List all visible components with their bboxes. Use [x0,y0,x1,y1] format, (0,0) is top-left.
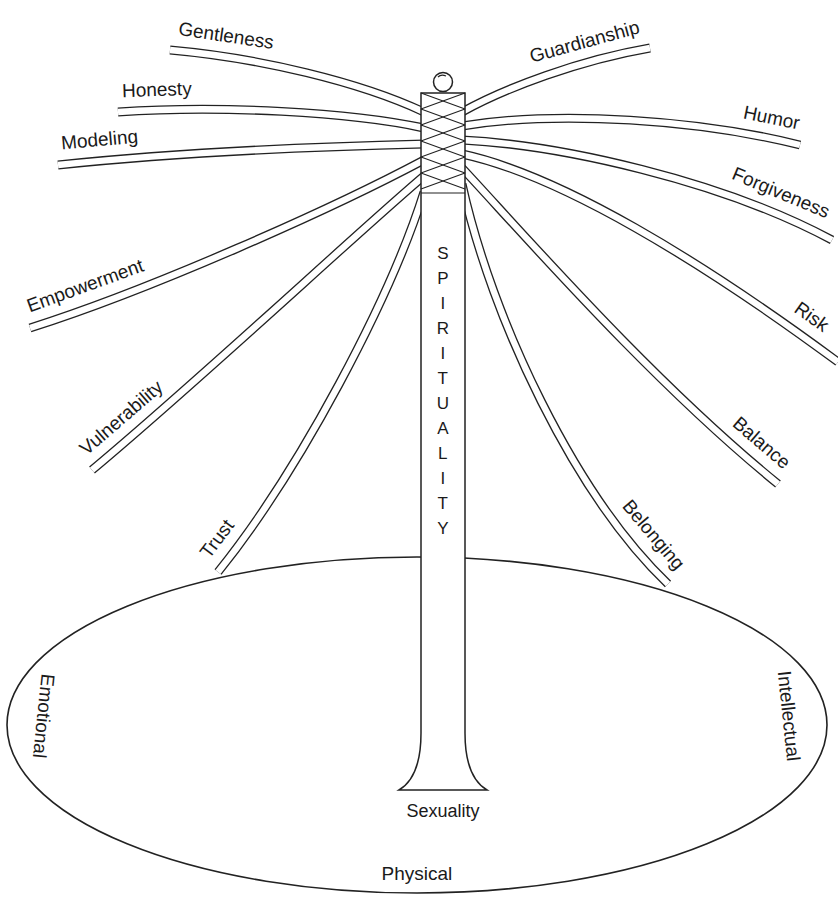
ribbon-edge [218,192,424,572]
ribbon-edge [462,154,838,362]
braid-strand [421,157,465,173]
pole-outline [421,93,465,790]
braid-strand [421,125,465,141]
ellipse-outline [6,556,828,894]
region-label: Intellectual [773,670,804,763]
pole-base-label: Sexuality [407,801,480,822]
pole-shaft [399,93,487,790]
ribbon [218,192,424,572]
ellipse-line [7,557,827,893]
ribbon [30,160,424,328]
braid-end [421,192,465,193]
ribbon-edge [118,109,424,128]
pole-title: SPIRITUALITY [436,241,450,541]
braid-strand [421,93,465,109]
ribbon [118,109,424,128]
braid-strand [421,157,465,173]
ribbon-label: Humor [741,101,801,134]
braid-strand [421,109,465,125]
ribbon-label: Honesty [122,77,192,101]
ribbon-label: Modeling [60,126,139,155]
region-label: Emotional [28,672,59,758]
ribbon-label: Balance [728,412,794,474]
ribbon [170,50,424,112]
region-label: Physical [382,863,453,885]
ribbon-edge [170,50,424,112]
braid-strand [421,141,465,157]
knob-highlight [438,75,446,77]
braid-strand [421,125,465,141]
braid-strand [421,173,465,189]
braid-strand [421,93,465,109]
pole-knob [434,73,453,92]
ribbon-edge [30,160,424,328]
braid-strand [421,173,465,189]
braid-strand [421,141,465,157]
ribbon [462,154,838,362]
ground-ellipse: Emotional IntellectualPhysical [6,556,828,894]
braid-strand [421,109,465,125]
maypole: SPIRITUALITYSexuality [421,93,465,790]
